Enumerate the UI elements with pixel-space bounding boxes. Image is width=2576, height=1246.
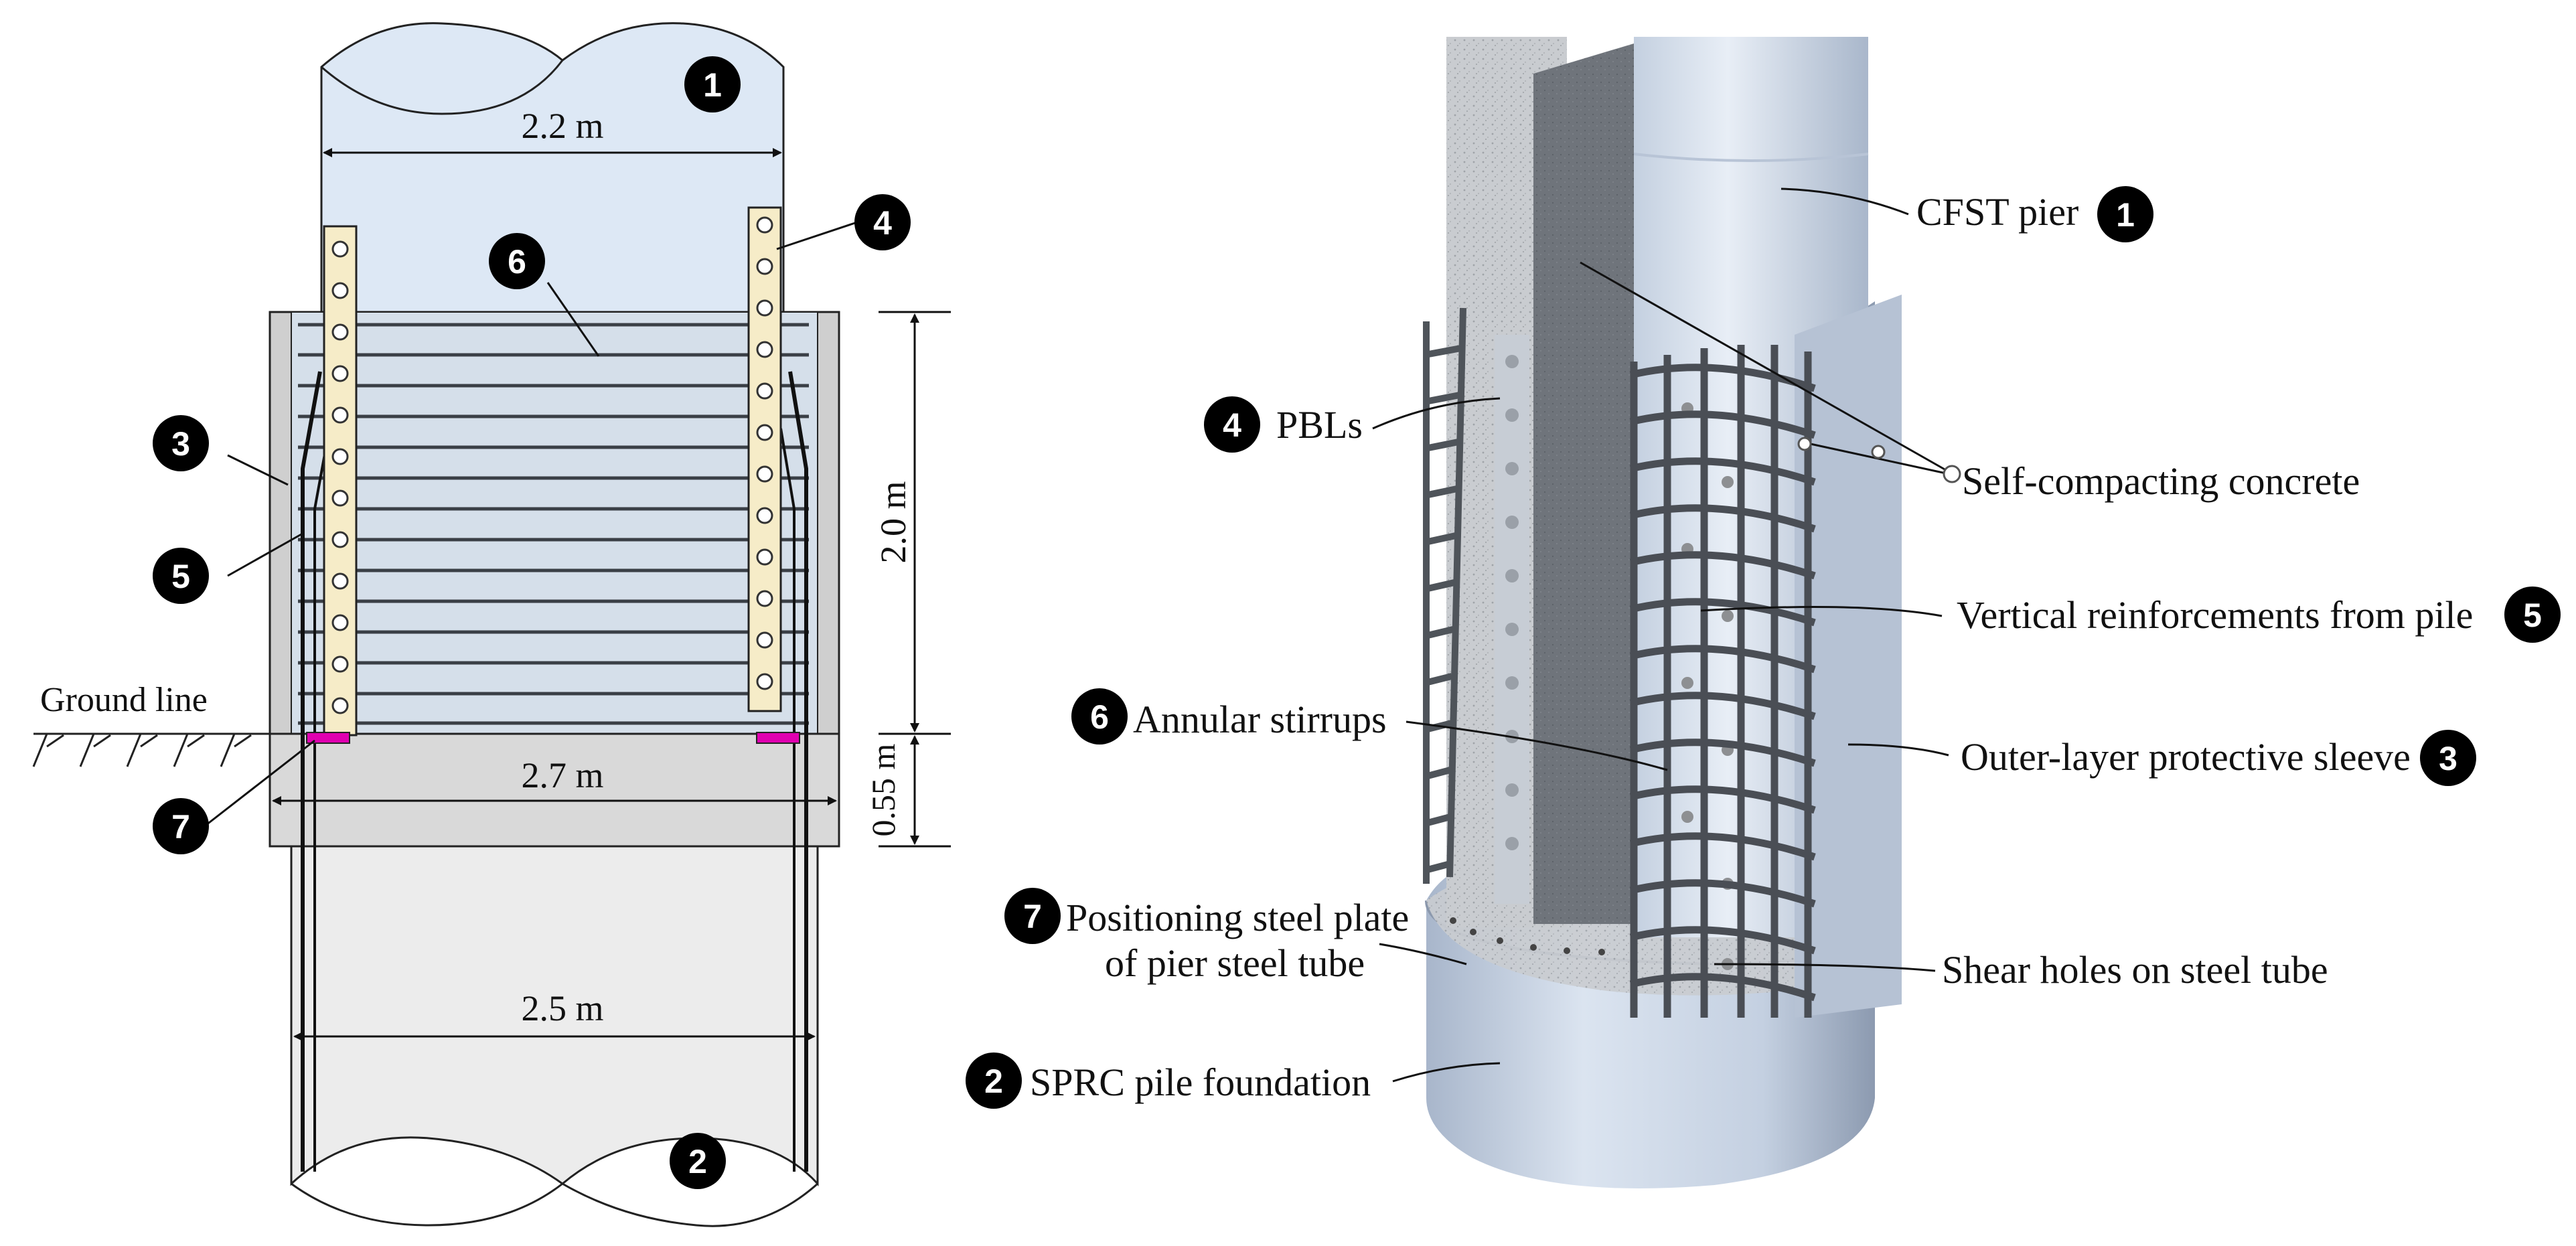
badge-pbls-4: 4 [1204, 396, 1260, 453]
label-positioning-1: Positioning steel plate [1066, 896, 1409, 939]
label-sprc: SPRC pile foundation [1030, 1061, 1371, 1104]
ground-hatch-icon [32, 733, 252, 767]
elevation-drawing: Ground line 2.2 m 2.7 m 2.5 m 2.0 m 0.55… [32, 22, 951, 1227]
svg-text:7: 7 [171, 808, 190, 846]
svg-text:3: 3 [2439, 740, 2457, 777]
badge-positioning-7: 7 [1004, 888, 1061, 944]
badge-sleeve-3-right: 3 [2420, 730, 2476, 786]
svg-text:1: 1 [2116, 196, 2135, 234]
pbl-plate-left [323, 225, 358, 736]
label-cfst-pier: CFST pier [1916, 190, 2078, 234]
elevation-leaders [206, 221, 858, 826]
svg-text:1: 1 [703, 66, 722, 104]
sleeve-base-fill [269, 732, 840, 848]
pile-break-line-2 [562, 1182, 818, 1227]
badge-cfst-1: 1 [2097, 186, 2153, 242]
badge-vertical-5: 5 [153, 548, 209, 604]
svg-text:5: 5 [171, 558, 190, 595]
dim-embed-depth: 2.0 m [873, 481, 913, 563]
render-sleeve-cut [1795, 295, 1902, 1018]
dim-sleeve-width: 2.7 m [521, 755, 603, 795]
render-scc-dark-plane [1533, 44, 1634, 924]
pbl-plate-right [747, 206, 782, 712]
badge-pier-1: 1 [684, 56, 741, 112]
svg-text:4: 4 [1223, 406, 1241, 444]
dim-pile-width: 2.5 m [521, 988, 603, 1028]
label-vertical-reinf: Vertical reinforcements from pile [1957, 593, 2473, 637]
sleeve-inner-fill [291, 311, 818, 734]
render-leader-dot-2 [1871, 445, 1886, 459]
dim-pier-width: 2.2 m [521, 106, 603, 146]
render-drawing: CFST pier 1 4 PBLs Self-compacting concr… [966, 37, 2561, 1188]
svg-text:3: 3 [171, 425, 190, 463]
svg-text:4: 4 [873, 204, 892, 242]
pier-break-line [321, 60, 564, 115]
svg-text:6: 6 [508, 243, 526, 281]
label-positioning-2: of pier steel tube [1105, 941, 1365, 985]
svg-text:2: 2 [688, 1143, 707, 1180]
positioning-plate-left [306, 732, 350, 744]
label-scc: Self-compacting concrete [1962, 459, 2360, 503]
render-leader-dot-3 [1943, 465, 1961, 483]
render-pbl-plate [1495, 335, 1529, 904]
svg-text:5: 5 [2523, 597, 2542, 634]
label-pbls: PBLs [1276, 403, 1363, 447]
render-plate-bolts [1450, 917, 1605, 955]
annular-stirrups [298, 323, 809, 725]
badge-sleeve-3: 3 [153, 415, 209, 471]
label-annular: Annular stirrups [1133, 698, 1387, 741]
positioning-plate-right [756, 732, 800, 744]
render-tube-seam [1633, 153, 1869, 162]
ground-line-label: Ground line [40, 681, 208, 719]
label-shear-holes: Shear holes on steel tube [1942, 948, 2328, 992]
svg-text:2: 2 [984, 1063, 1003, 1100]
badge-plate-7: 7 [153, 798, 209, 854]
render-reinforcement-cage [1629, 345, 1816, 1018]
svg-text:7: 7 [1023, 898, 1042, 935]
badge-pile-2: 2 [670, 1133, 726, 1189]
render-leader-dot-1 [1797, 437, 1812, 451]
badge-sprc-2: 2 [966, 1053, 1022, 1109]
label-outer-sleeve: Outer-layer protective sleeve [1961, 735, 2411, 779]
pbl-holes [331, 216, 773, 714]
badge-vertical-5-right: 5 [2504, 587, 2561, 643]
dim-below-ground: 0.55 m [864, 743, 902, 836]
pile-break-line [291, 1182, 563, 1227]
svg-text:6: 6 [1090, 698, 1109, 736]
vertical-reinforcements [301, 371, 808, 1172]
badge-stirrup-6: 6 [489, 233, 545, 289]
badge-pbl-4: 4 [854, 194, 911, 250]
badge-annular-6: 6 [1071, 688, 1128, 745]
